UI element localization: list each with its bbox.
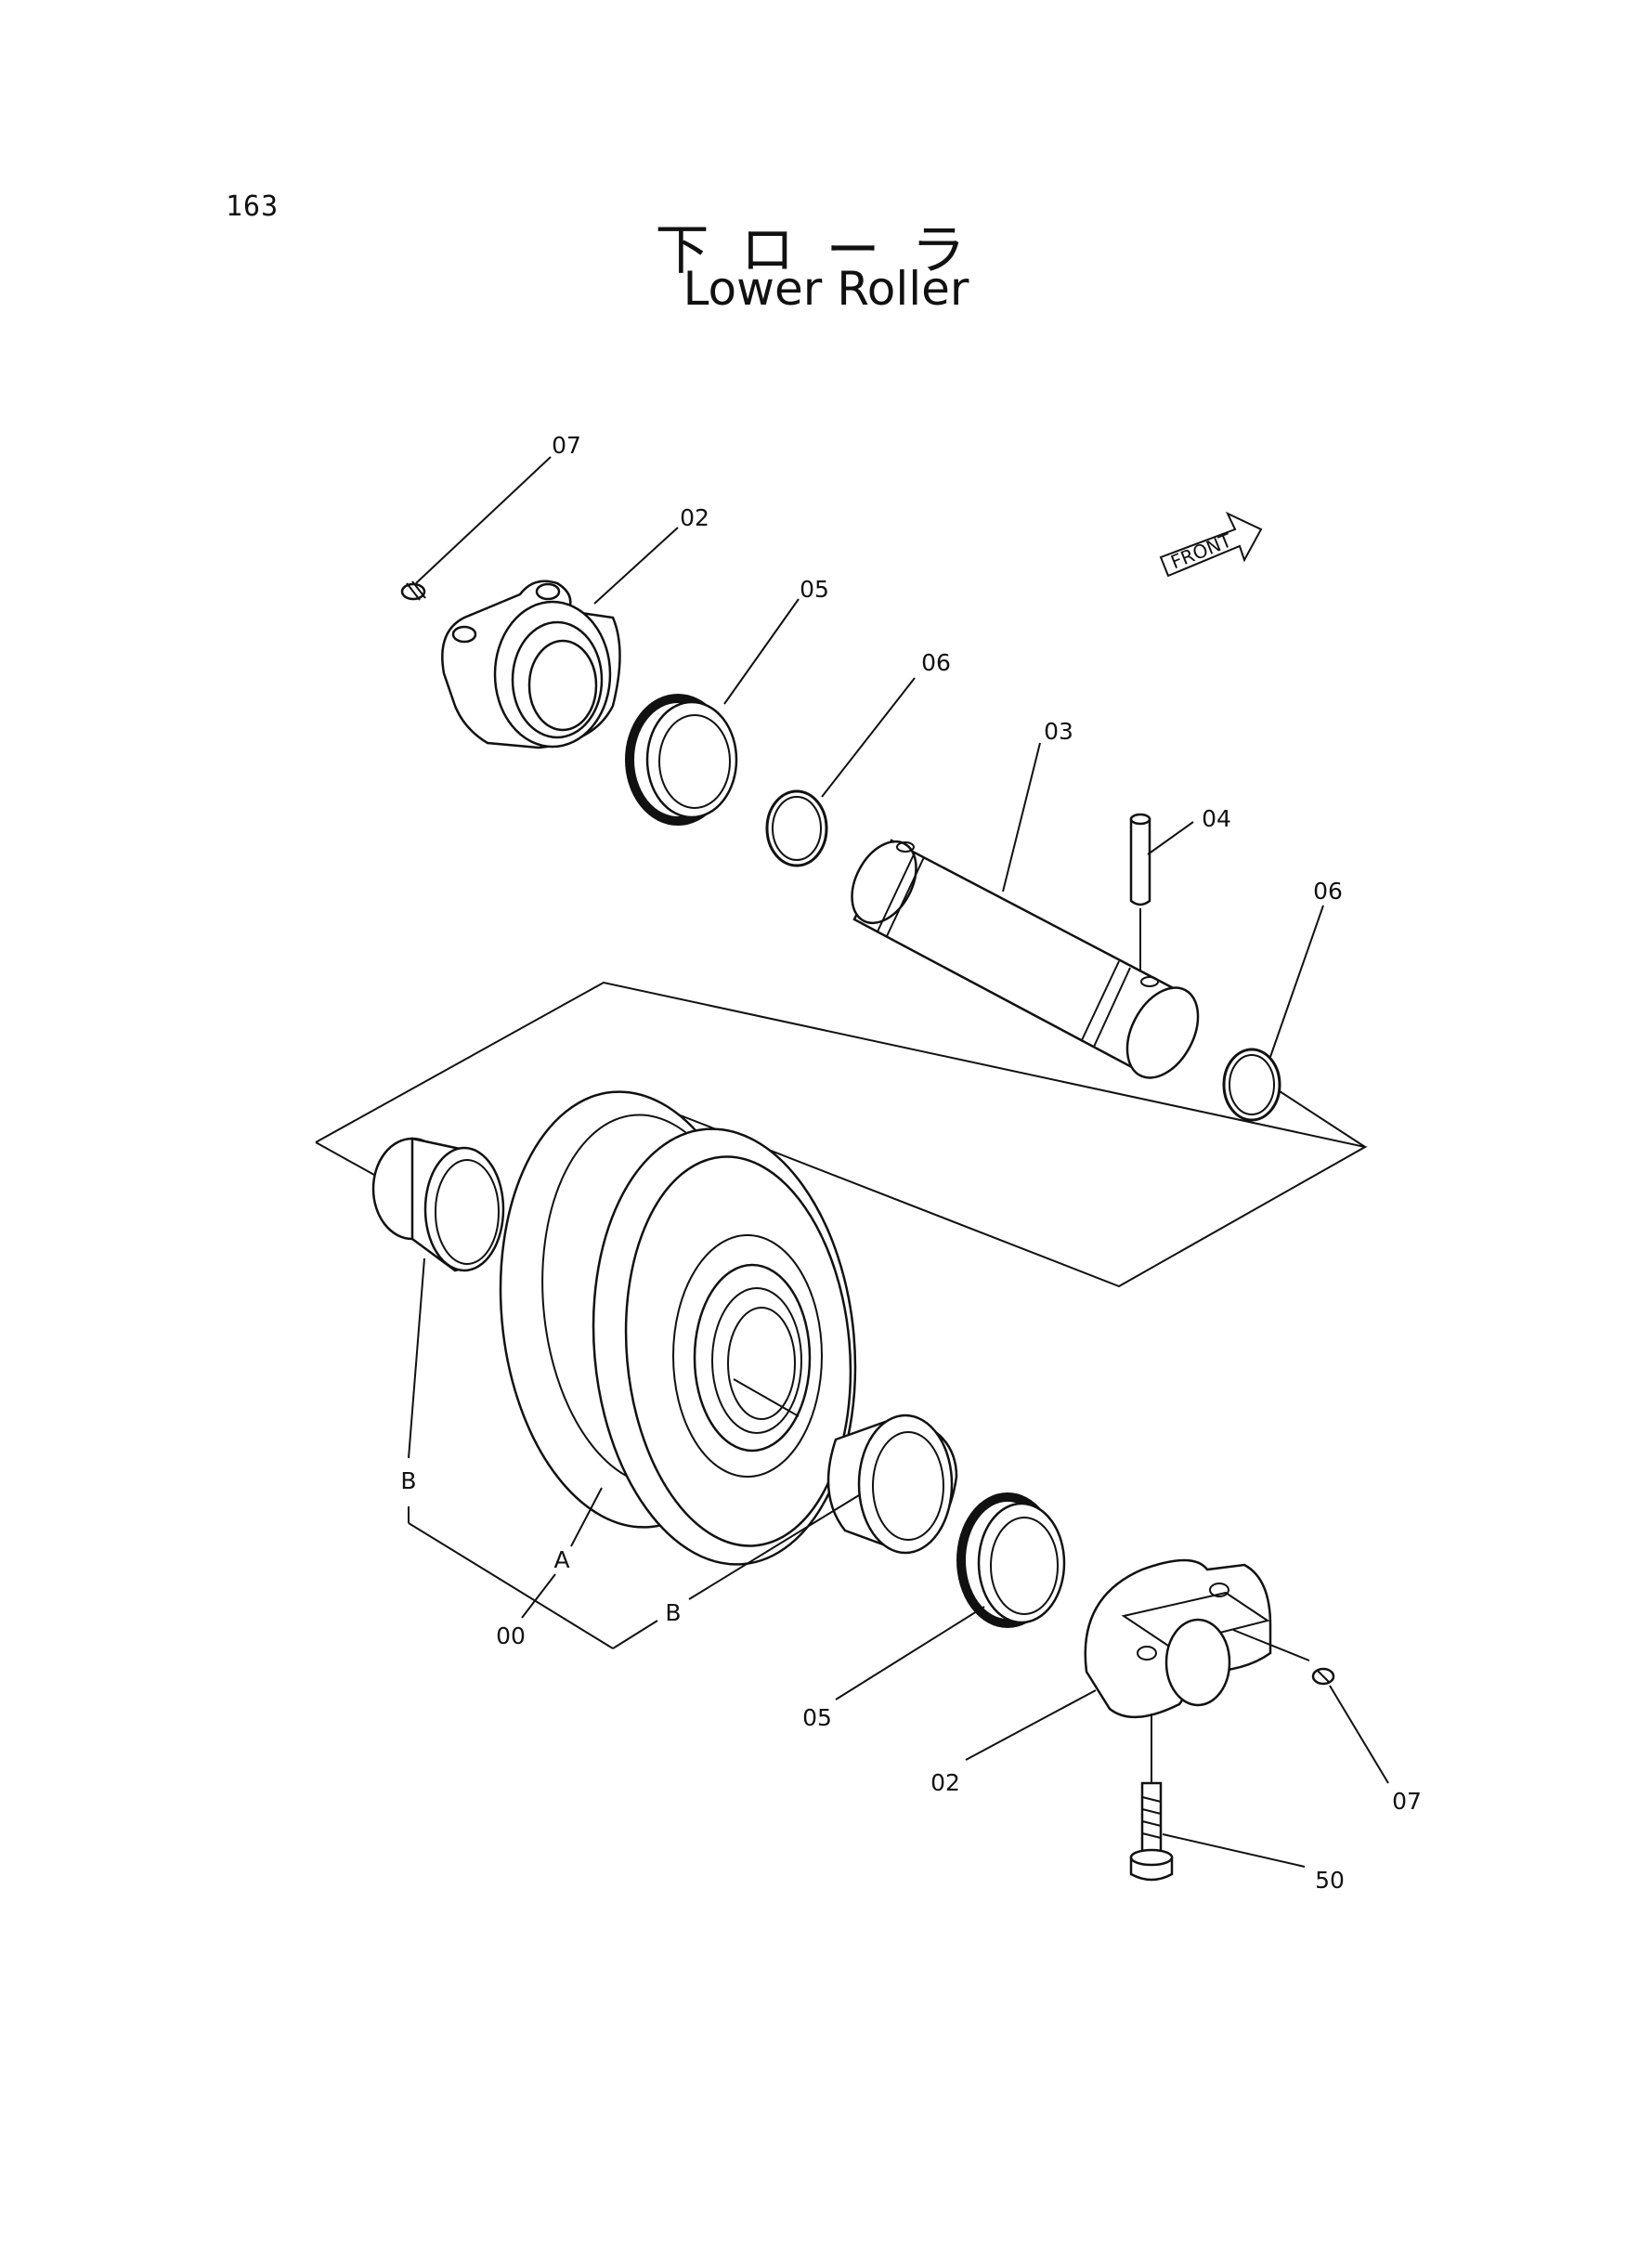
callout-02-top: 02	[680, 504, 709, 531]
part-50-bolt	[1129, 1781, 1174, 1882]
part-06-o-ring-right	[1222, 1048, 1281, 1122]
part-07-setscrew-bottom	[1311, 1667, 1335, 1686]
callout-02-bottom: 02	[930, 1769, 960, 1796]
part-00-roller-body	[499, 1090, 857, 1566]
title-japanese: 下ローラ	[655, 218, 997, 281]
callout-06-top: 06	[921, 649, 951, 676]
leader-lines	[408, 456, 1389, 1868]
part-06-o-ring-top	[765, 789, 828, 867]
callout-03: 03	[1044, 718, 1073, 745]
callout-05-top: 05	[800, 576, 829, 603]
part-07-setscrew-top	[400, 580, 426, 601]
page-number: 163	[226, 190, 280, 223]
callout-b-bottom: B	[665, 1599, 681, 1626]
part-02-bracket-top	[441, 580, 621, 749]
title-english: Lower Roller	[683, 262, 969, 316]
part-04-pin	[1129, 813, 1151, 971]
callout-b-left: B	[400, 1467, 416, 1494]
front-marker-text: FRONT	[1167, 528, 1235, 573]
part-bushing-right	[826, 1414, 958, 1555]
part-bushing-left	[371, 1137, 505, 1272]
callout-07-top: 07	[552, 432, 581, 459]
part-02-bracket-bottom	[1084, 1558, 1310, 1783]
callout-07-bottom: 07	[1392, 1788, 1422, 1815]
callout-labels: 07 02 05 06 03 04 06 B A 00 B 05 02 07 5…	[400, 432, 1421, 1894]
part-05-floating-seal-top	[625, 694, 738, 826]
front-arrow-marker: FRONT	[1159, 511, 1263, 578]
callout-50: 50	[1315, 1867, 1345, 1894]
part-05-floating-seal-bottom	[956, 1492, 1066, 1628]
callout-a: A	[553, 1546, 569, 1573]
callout-04: 04	[1202, 805, 1231, 832]
callout-00: 00	[496, 1622, 526, 1649]
callout-06-right: 06	[1313, 878, 1343, 905]
part-03-shaft	[851, 839, 1200, 1079]
callout-05-bottom: 05	[802, 1704, 832, 1731]
